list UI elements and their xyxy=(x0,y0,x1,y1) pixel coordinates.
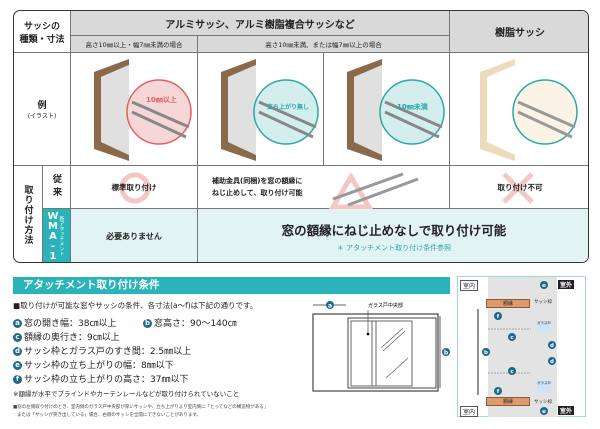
svg-text:ガラス戸中央部: ガラス戸中央部 xyxy=(368,302,403,309)
condition-text: サッシ枠の立ち上がりの高さ：37㎜以下 xyxy=(24,375,189,385)
glass-door-bottom: ガラス戸 xyxy=(537,381,551,393)
sash-compatibility-table: サッシの 種類・寸法 アルミサッシ、アルミ樹脂複合サッシなど 高さ10㎜以上・幅… xyxy=(13,10,589,263)
conv-not-possible: 取り付け不可 xyxy=(450,166,588,209)
svg-text:d: d xyxy=(550,359,554,365)
triangle-mark-and-bracket-icon xyxy=(328,172,419,209)
conditions-note: ※額縁が水平でブラインドやカーテンレールなどが取り付けられていないこと xyxy=(13,390,240,398)
svg-text:c: c xyxy=(510,335,513,341)
illustration-resin xyxy=(450,53,588,166)
circle-mark-icon xyxy=(119,172,151,204)
conv-bracket: 補助金具(同梱)を窓の額縁に ねじ止めして、取り付け可能 xyxy=(198,166,450,209)
badge-icon: f xyxy=(13,375,22,384)
footnote-line1: ■窓の左側取り付けのとき、室内側のガラス戸中央部が厚いサッシや、立ち上がりより室… xyxy=(13,405,269,410)
wma-result: 窓の額縁にねじ止めなしで取り付け可能 ＊ アタッチメント取り付け条件参照 xyxy=(198,209,588,262)
indoor-label-top: 室内 xyxy=(460,280,479,291)
sash-frame-top: サッシ枠 xyxy=(534,300,552,305)
svg-text:a: a xyxy=(328,303,332,310)
sash-illustration-icon: 10㎜以上 xyxy=(94,58,192,161)
outdoor-label-bottom: 室外 xyxy=(558,406,575,415)
condition-text: 額縁の奥行き：9㎝以上 xyxy=(24,333,120,343)
subheader-aluminum-2: 高さ10㎜未満、または幅7㎜以上の場合 xyxy=(198,36,450,53)
wma-not-needed: 必要ありません xyxy=(71,209,198,262)
header-aluminum: アルミサッシ、アルミ樹脂複合サッシなど xyxy=(71,11,450,36)
glass-door-top: ガラス戸 xyxy=(537,321,551,333)
window-diagram: a ガラス戸中央部 b xyxy=(312,301,450,392)
casing-top: 額縁 xyxy=(486,299,530,308)
wma-main-text: 窓の額縁にねじ止めなしで取り付け可能 xyxy=(281,223,507,238)
svg-text:b: b xyxy=(444,350,449,357)
conditions-title: アタッチメント取り付け条件 xyxy=(13,277,450,294)
conv-not-possible-text: 取り付け不可 xyxy=(497,182,543,192)
outdoor-label-top: 室外 xyxy=(558,280,575,289)
svg-text:f: f xyxy=(497,389,500,395)
wma-model: WMA-1 xyxy=(47,211,59,261)
svg-text:f: f xyxy=(497,314,500,320)
footnote-line2: または「サッシが突き出している」場合、右側のサッシを全開にできないことがあります… xyxy=(17,413,201,418)
cross-mark-icon xyxy=(502,172,534,204)
badge-icon: a xyxy=(13,319,22,328)
section-diagram: 室内 室外 額縁 サッシ枠 ガラス戸 ガラス戸 額縁 サッシ枠 室内 室外 e f… xyxy=(457,276,586,417)
badge-icon: b xyxy=(143,319,152,328)
wma-note: ＊ アタッチメント取り付け条件参照 xyxy=(336,244,452,252)
conv-standard: 標準取り付け xyxy=(71,166,198,209)
sash-illustration-icon xyxy=(480,58,578,161)
condition-text: サッシ枠とガラス戸のすき間：2.5㎜以上 xyxy=(24,347,192,357)
section-dimension-lines: e f c b d d c f e xyxy=(477,281,556,415)
svg-text:立ち上がり無し: 立ち上がり無し xyxy=(267,103,309,111)
sash-frame-bottom: サッシ枠 xyxy=(534,400,552,405)
svg-text:b: b xyxy=(484,350,488,356)
condition-text: 窓の開き幅：38㎝以上 xyxy=(24,319,117,329)
row-label-type: サッシの 種類・寸法 xyxy=(14,11,71,53)
conv-standard-text: 標準取り付け xyxy=(111,182,157,192)
indoor-label-bottom: 室内 xyxy=(460,406,479,417)
conventional-label: 従来 xyxy=(43,166,71,209)
badge-icon: e xyxy=(13,361,22,370)
illustration-alu-none: 立ち上がり無し xyxy=(198,53,324,166)
svg-text:e: e xyxy=(542,409,546,415)
svg-text:d: d xyxy=(550,343,554,349)
method-label: 取り付け方法 xyxy=(14,166,43,262)
example-title: 例 xyxy=(37,101,47,111)
sash-illustration-icon: 立ち上がり無し xyxy=(220,58,319,161)
wma-label: WMA-1 新アタッチメント xyxy=(43,209,71,262)
example-subtitle: (イラスト) xyxy=(27,113,57,120)
casing-bottom: 額縁 xyxy=(486,397,530,406)
example-label: 例 (イラスト) xyxy=(14,53,71,166)
svg-text:c: c xyxy=(510,369,513,375)
svg-text:10㎜以上: 10㎜以上 xyxy=(146,95,177,104)
wma-subtitle: 新アタッチメント xyxy=(58,216,65,256)
conditions-intro: ■取り付けが可能な窓やサッシの条件、各寸法(a〜f)は下記の通りです。 xyxy=(13,301,258,310)
sash-illustration-icon: 10㎜未満 xyxy=(346,58,445,161)
illustration-alu-high: 10㎜以上 xyxy=(71,53,198,166)
conv-bracket-line1: 補助金具(同梱)を窓の額縁に xyxy=(212,177,303,185)
subheader-aluminum-1: 高さ10㎜以上・幅7㎜未満の場合 xyxy=(71,36,198,53)
badge-icon: c xyxy=(13,333,22,342)
header-resin: 樹脂サッシ xyxy=(450,11,588,53)
svg-text:e: e xyxy=(542,283,546,289)
condition-text: サッシ枠の立ち上がりの幅：8㎜以下 xyxy=(24,361,174,371)
svg-text:10㎜未満: 10㎜未満 xyxy=(397,102,428,111)
conv-bracket-line2: ねじ止めして、取り付け可能 xyxy=(212,189,303,197)
illustration-alu-low: 10㎜未満 xyxy=(324,53,450,166)
badge-icon: d xyxy=(13,347,22,356)
condition-text: 窓高さ：90〜140㎝ xyxy=(154,319,237,329)
